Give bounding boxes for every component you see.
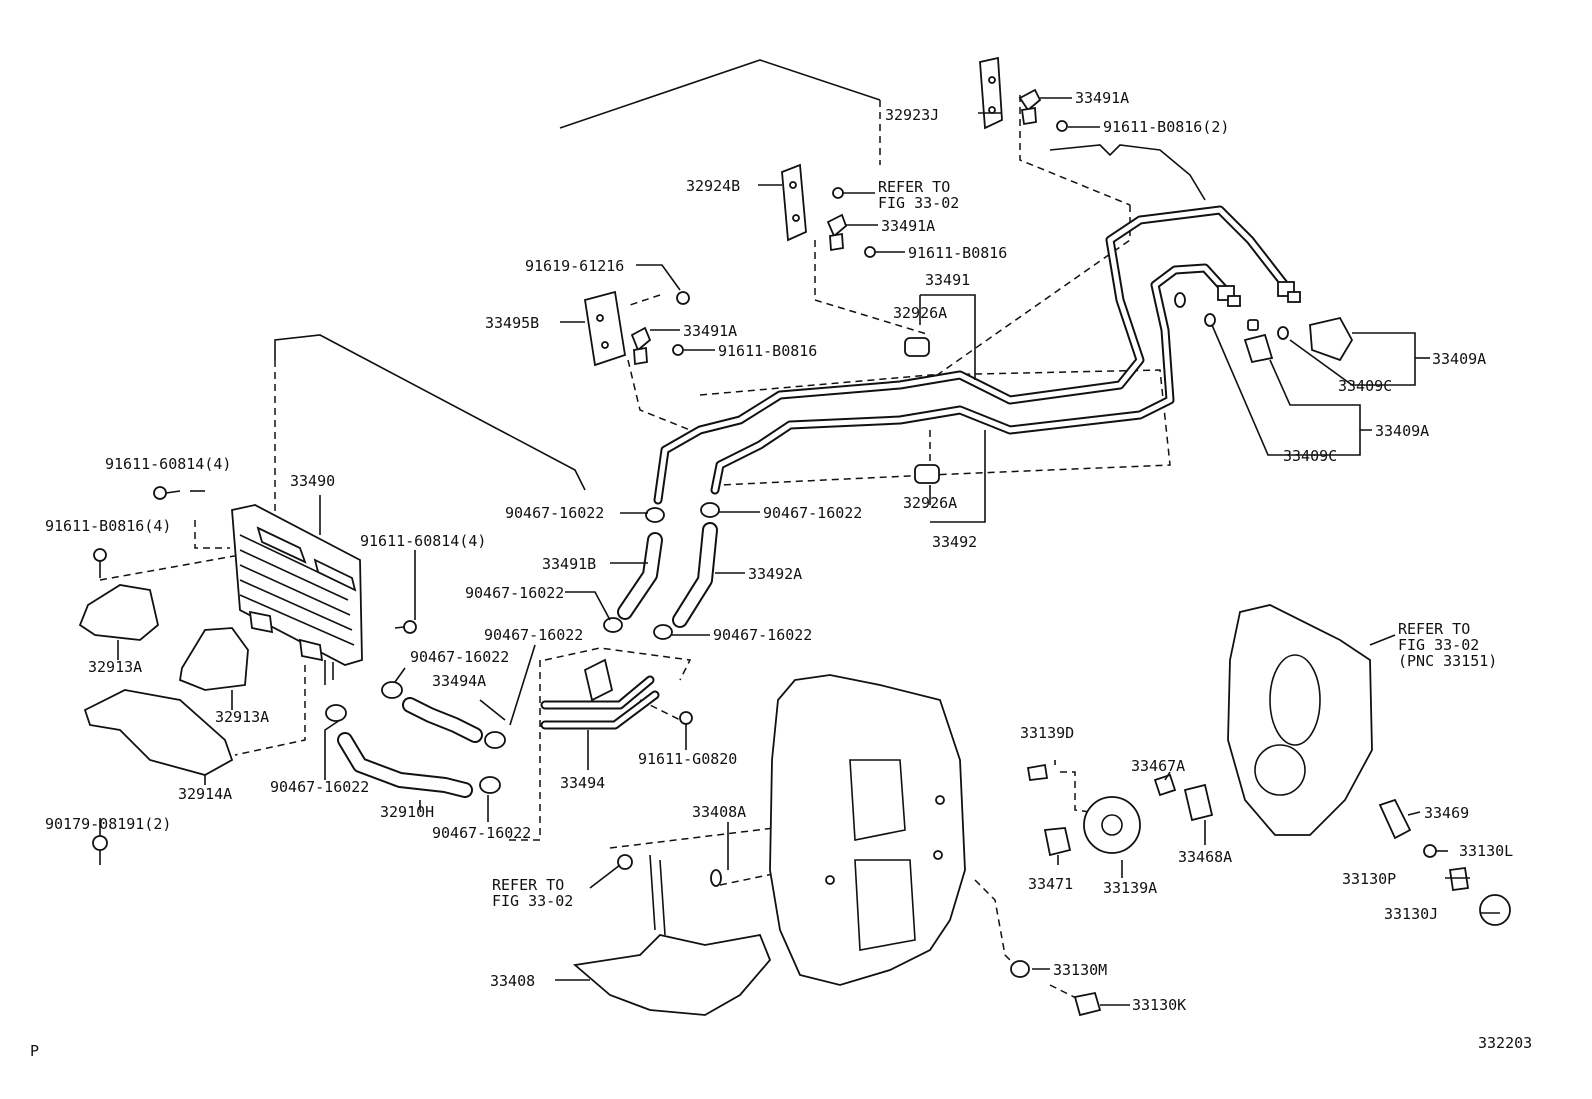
hose-clamps	[325, 502, 720, 794]
label-33130L: 33130L	[1459, 842, 1513, 860]
label-33494: 33494	[560, 774, 605, 792]
tubes-33494	[540, 658, 693, 730]
label-90467-16022-d: 90467-16022	[484, 626, 583, 644]
label-33468A: 33468A	[1178, 848, 1232, 866]
transfer-case-housing	[769, 674, 966, 986]
label-90467-16022-e: 90467-16022	[713, 626, 812, 644]
label-90467-16022-a: 90467-16022	[505, 504, 604, 522]
label-33409C-2: 33409C	[1283, 447, 1337, 465]
label-33408: 33408	[490, 972, 535, 990]
label-fig-33-02-3: FIG 33-02	[492, 892, 573, 910]
label-90467-16022-g: 90467-16022	[270, 778, 369, 796]
label-33409A-1: 33409A	[1432, 350, 1486, 368]
bolts-left	[92, 486, 417, 851]
label-fig-33-02-2: FIG 33-02	[1398, 636, 1479, 654]
label-refer-to-1: REFER TO	[878, 178, 950, 196]
rear-housing	[1227, 604, 1373, 836]
label-33139D: 33139D	[1020, 724, 1074, 742]
label-figure-number: 332203	[1478, 1034, 1532, 1052]
label-33130K: 33130K	[1132, 996, 1186, 1014]
label-33491A-mid: 33491A	[881, 217, 935, 235]
cooler-pipes-33491-33492	[653, 205, 1301, 505]
label-91611-b0816-4: 91611-B0816(4)	[45, 517, 171, 535]
oil-cooler-33490	[231, 504, 363, 685]
label-refer-to-2: REFER TO	[1398, 620, 1470, 638]
label-33491A-top: 33491A	[1075, 89, 1129, 107]
label-refer-to-3: REFER TO	[492, 876, 564, 894]
hoses	[337, 522, 718, 798]
label-33494A: 33494A	[432, 672, 486, 690]
label-33491: 33491	[925, 271, 970, 289]
label-90467-16022-b: 90467-16022	[763, 504, 862, 522]
bracket-32913A-left	[78, 584, 160, 641]
label-33130P: 33130P	[1342, 870, 1396, 888]
label-32914A: 32914A	[178, 785, 232, 803]
label-33130M: 33130M	[1053, 961, 1107, 979]
sleeve-32926A-top	[904, 337, 930, 357]
label-91611-b0816-low: 91611-B0816	[718, 342, 817, 360]
label-33490: 33490	[290, 472, 335, 490]
leader-lines	[99, 97, 1500, 1006]
bracket-32914A	[83, 689, 234, 776]
label-33495B: 33495B	[485, 314, 539, 332]
bracket-32913A-center	[178, 627, 249, 691]
label-33492: 33492	[932, 533, 977, 551]
label-33408A: 33408A	[692, 803, 746, 821]
label-33130J: 33130J	[1384, 905, 1438, 923]
label-33409C-1: 33409C	[1338, 377, 1392, 395]
sleeve-32926A-bottom	[914, 464, 940, 484]
label-32924B: 32924B	[686, 177, 740, 195]
label-32926A-bottom: 32926A	[903, 494, 957, 512]
label-33409A-2: 33409A	[1375, 422, 1429, 440]
label-32913A-1: 32913A	[88, 658, 142, 676]
label-90467-16022-h: 90467-16022	[432, 824, 531, 842]
label-91611-60814-4b: 91611-60814(4)	[360, 532, 486, 550]
label-91611-b0816-2: 91611-B0816(2)	[1103, 118, 1229, 136]
label-fig-33-02-1: FIG 33-02	[878, 194, 959, 212]
bracket-33495B	[583, 290, 690, 367]
label-90467-16022-f: 90467-16022	[410, 648, 509, 666]
label-91611-60814-4a: 91611-60814(4)	[105, 455, 231, 473]
label-33467A: 33467A	[1131, 757, 1185, 775]
label-33139A: 33139A	[1103, 879, 1157, 897]
label-33469: 33469	[1424, 804, 1469, 822]
oil-pump-parts	[1026, 763, 1214, 857]
label-32923J: 32923J	[885, 106, 939, 124]
label-33491B: 33491B	[542, 555, 596, 573]
label-corner-p: P	[30, 1042, 39, 1060]
label-32910H: 32910H	[380, 803, 434, 821]
bracket-32924B	[781, 163, 876, 258]
fittings-33409	[1174, 292, 1354, 364]
label-33471: 33471	[1028, 875, 1073, 893]
label-33492A: 33492A	[748, 565, 802, 583]
label-90467-16022-c: 90467-16022	[465, 584, 564, 602]
label-90179-08191-2: 90179-08191(2)	[45, 815, 171, 833]
label-pnc-33151: (PNC 33151)	[1398, 652, 1497, 670]
label-32913A-2: 32913A	[215, 708, 269, 726]
label-91611-g0820: 91611-G0820	[638, 750, 737, 768]
bracket-32923J	[979, 56, 1068, 132]
label-33491A-low: 33491A	[683, 322, 737, 340]
label-91611-b0816-mid: 91611-B0816	[908, 244, 1007, 262]
label-91619-61216: 91619-61216	[525, 257, 624, 275]
strainer-33408	[572, 933, 772, 1016]
label-32926A-top: 32926A	[893, 304, 947, 322]
